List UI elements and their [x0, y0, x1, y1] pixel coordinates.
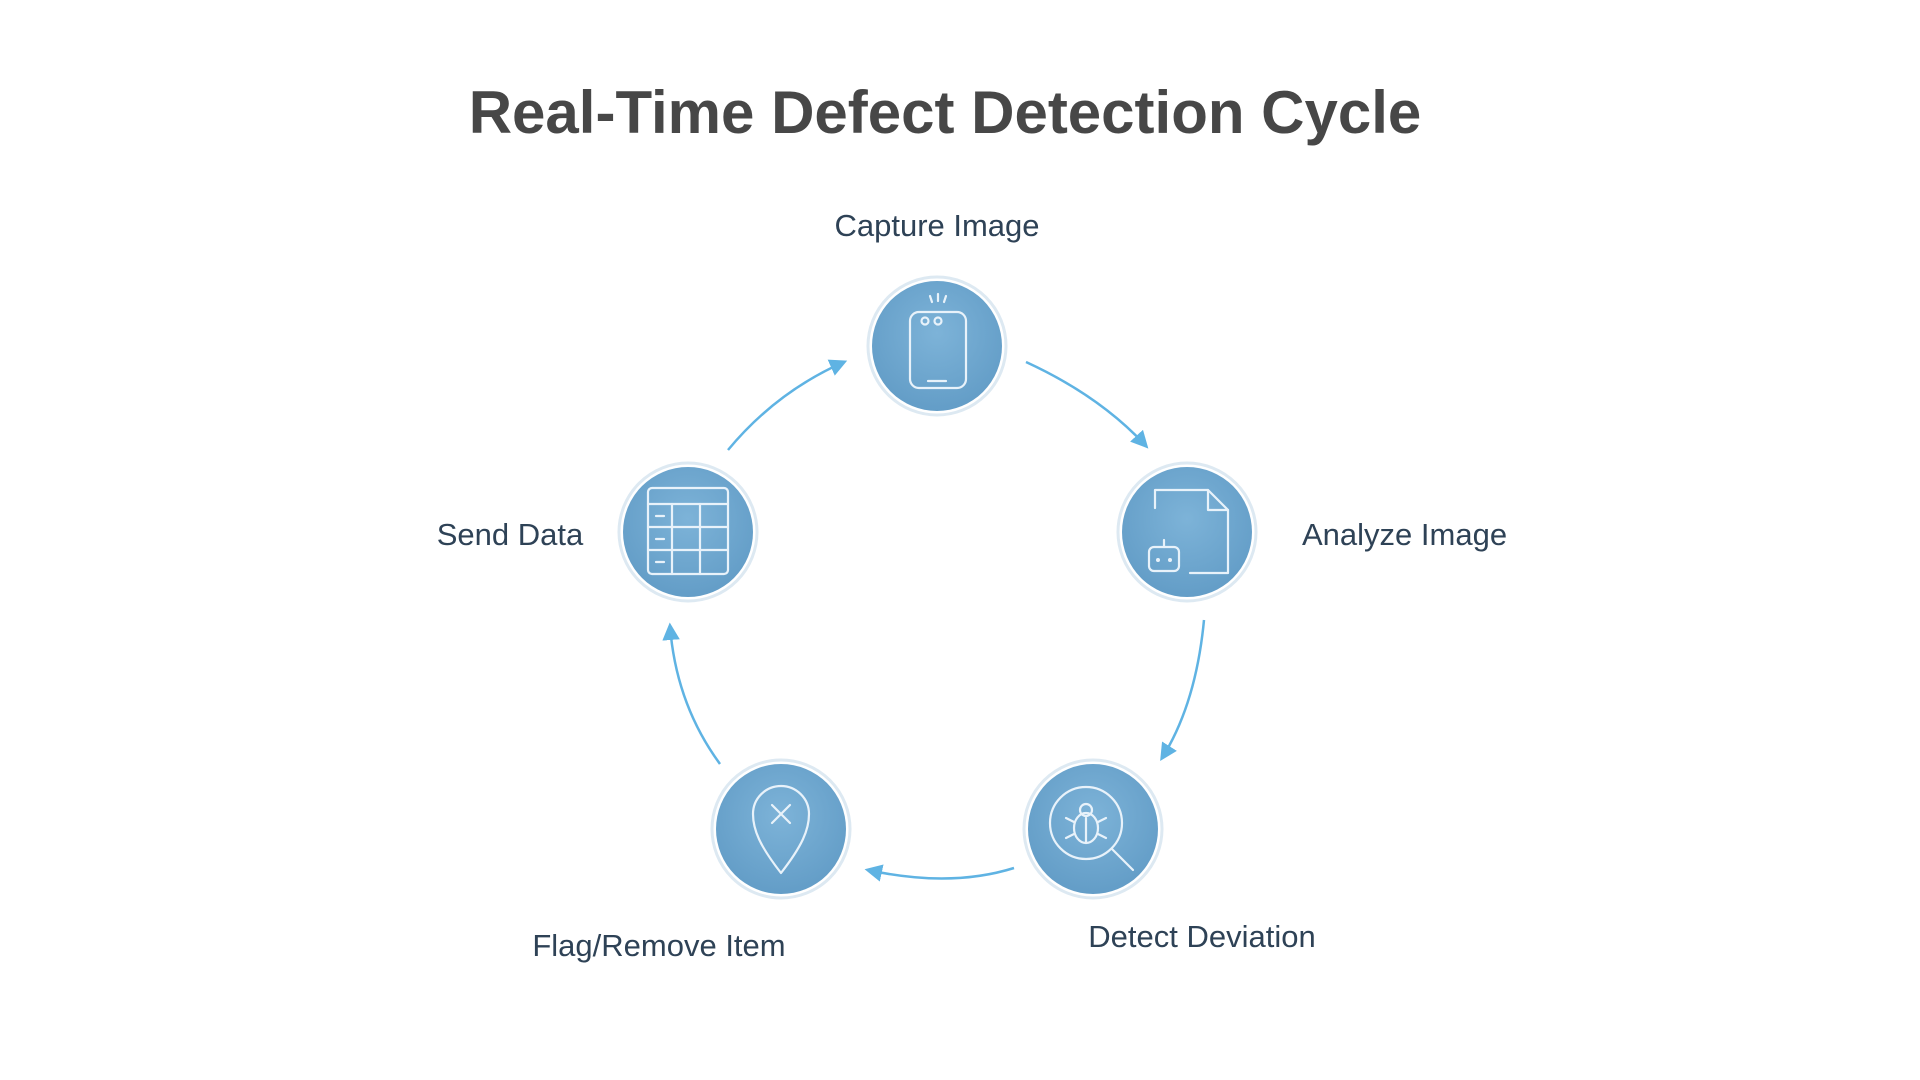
- arrow-capture-to-analyze: [1025, 360, 1149, 449]
- node-label-capture: Capture Image: [834, 208, 1039, 243]
- arrow-detect-to-flag: [864, 864, 1015, 882]
- arrow-flag-to-send: [662, 622, 722, 765]
- node-circle: [1122, 467, 1252, 597]
- node-label-detect: Detect Deviation: [1088, 919, 1315, 954]
- node-send-data: Send Data: [437, 461, 759, 603]
- bug-magnifier-icon: [1048, 785, 1135, 872]
- node-circle: [1028, 764, 1158, 894]
- node-label-send: Send Data: [437, 517, 584, 552]
- node-flag-remove-item: Flag/Remove Item: [532, 758, 852, 963]
- arrow-analyze-to-detect: [1160, 619, 1206, 761]
- node-detect-deviation: Detect Deviation: [1022, 758, 1316, 954]
- arrow-send-to-capture: [727, 359, 848, 451]
- camera-phone-icon: [908, 292, 968, 390]
- node-label-flag: Flag/Remove Item: [532, 928, 785, 963]
- node-circle: [623, 467, 753, 597]
- node-label-analyze: Analyze Image: [1302, 517, 1507, 552]
- node-circle: [716, 764, 846, 894]
- page-title: Real-Time Defect Detection Cycle: [468, 79, 1422, 146]
- table-grid-icon: [646, 486, 730, 576]
- location-pin-x-icon: [751, 784, 811, 875]
- node-circle: [872, 281, 1002, 411]
- node-capture-image: Capture Image: [834, 208, 1040, 417]
- document-robot-icon: [1147, 488, 1230, 575]
- node-analyze-image: Analyze Image: [1116, 461, 1507, 603]
